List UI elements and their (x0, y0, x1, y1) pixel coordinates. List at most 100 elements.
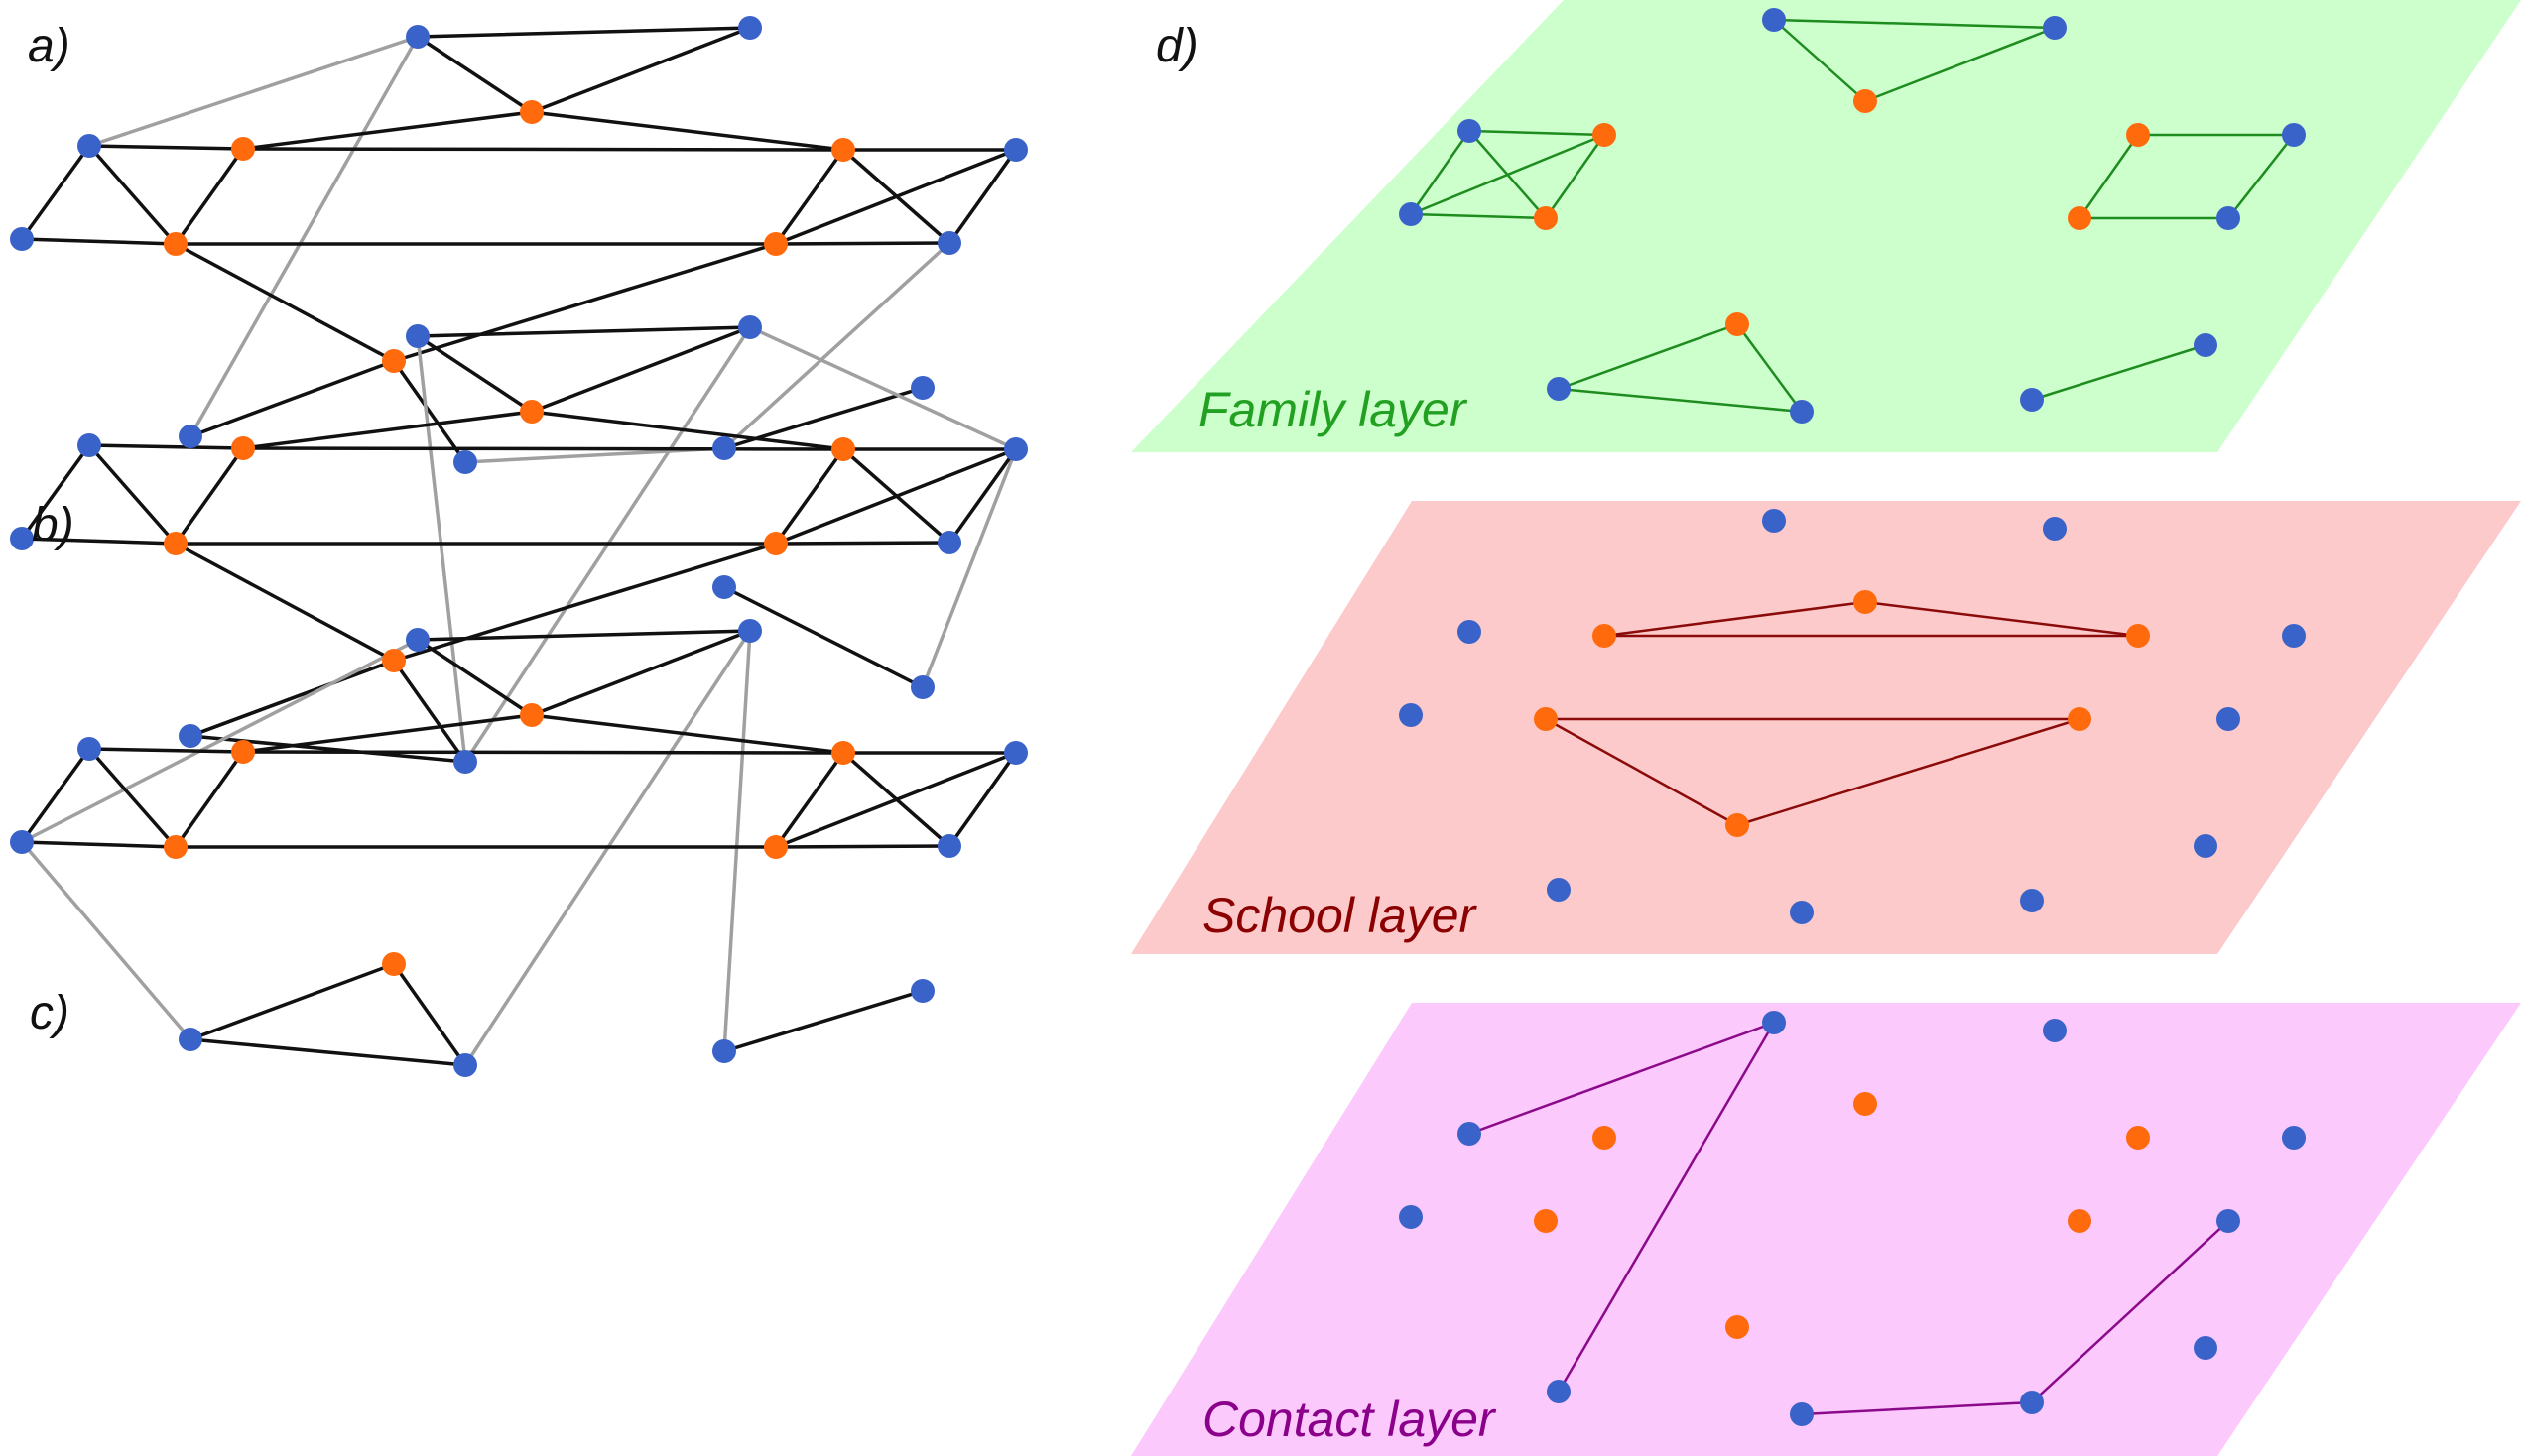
family-layer-node-i (1534, 206, 1558, 230)
panel-a-node-10 (764, 232, 788, 256)
panel-c-edge-6-10 (774, 751, 845, 849)
school-layer-node-d (1457, 620, 1481, 644)
panel-c-node-12 (382, 952, 406, 976)
panel-c-node-16 (911, 979, 935, 1003)
panel-b-edge-13-12 (189, 659, 396, 738)
panel-b-node-4 (77, 433, 101, 457)
panel-a-edge-3-6 (530, 110, 845, 152)
family-layer-node-j (2068, 206, 2091, 230)
family-layer-node-n (1790, 400, 1814, 424)
panel-c-edge-family-8-13 (20, 840, 192, 1041)
contact-layer-node-f (2126, 1126, 2150, 1150)
school-layer-node-n (1790, 901, 1814, 924)
family-layer-node-e (1592, 123, 1616, 147)
family-layer-node-o (2020, 388, 2044, 412)
contact-layer-edge-o-k (2030, 1219, 2230, 1404)
panel-c-node-13 (179, 1028, 202, 1051)
panel-a-edge-8-9 (20, 237, 178, 246)
panel-c-edge-13-14 (189, 1037, 467, 1067)
panel-a-edge-12-14 (392, 359, 467, 464)
family-layer-node-f (2126, 123, 2150, 147)
contact-layer-node-k (2216, 1209, 2240, 1233)
panel-a-edge-11-7 (947, 148, 1018, 245)
panel-a-edge-4-8 (20, 144, 91, 241)
panel-a-edge-9-12 (174, 242, 396, 363)
panel-b-node-12 (382, 649, 406, 672)
family-layer-node-h (1399, 202, 1423, 226)
panel-b-node-1 (406, 324, 430, 348)
panel-b-edge-12-10 (392, 542, 778, 663)
panel-c-node-1 (406, 628, 430, 652)
family-layer-node-p (2194, 333, 2217, 357)
panel-b-edge-5-9 (174, 446, 245, 546)
panel-a-node-14 (453, 450, 477, 474)
panel-a-edge-4-5 (87, 144, 245, 151)
panel-a-node-15 (712, 436, 736, 460)
panel-a-node-6 (831, 138, 855, 162)
panel-a-edge-3-2 (530, 26, 752, 114)
panel-b-edge-4-8 (20, 443, 91, 541)
panel-b-edge-4-5 (87, 443, 245, 450)
panel-c-edge-4-9 (87, 747, 178, 849)
panel-b-edge-11-7 (947, 447, 1018, 545)
family-layer-node-d (1457, 119, 1481, 143)
panel-a-node-4 (77, 134, 101, 158)
school-layer-node-f (2126, 624, 2150, 648)
panel-a-edge-1-3 (416, 35, 534, 114)
panel-b-edge-family-1-14 (416, 334, 467, 764)
panel-label-a: a) (28, 20, 70, 72)
panel-a-edge-4-9 (87, 144, 178, 246)
family-layer-edge-l-n (1735, 322, 1804, 414)
panel-c-edge-5-6 (241, 750, 845, 755)
contact-layer-label: Contact layer (1202, 1392, 1497, 1447)
school-layer-node-c (1853, 590, 1877, 614)
panel-b-edge-6-10 (774, 447, 845, 546)
contact-layer-node-e (1592, 1126, 1616, 1150)
panel-c-edge-10-11 (774, 844, 951, 849)
panel-c-edge-4-5 (87, 747, 245, 754)
panel-a-edge-5-6 (241, 147, 845, 152)
panel-b-node-11 (938, 531, 961, 554)
family-layer-edge-d-h (1409, 129, 1471, 216)
family-layer-node-c (1853, 89, 1877, 113)
panel-c-node-7 (1004, 741, 1028, 765)
contact-layer-node-j (2068, 1209, 2091, 1233)
family-layer-node-a (1762, 8, 1786, 32)
contact-layer-node-i (1534, 1209, 1558, 1233)
panel-a-edge-family-15-11 (722, 241, 951, 450)
panel-c-node-5 (231, 740, 255, 764)
panel-b-edge-1-2 (416, 325, 752, 338)
panel-a-node-11 (938, 231, 961, 255)
school-layer-node-l (1725, 813, 1749, 837)
family-layer-node-l (1725, 312, 1749, 336)
panel-b-edge-9-12 (174, 542, 396, 663)
panel-c-edge-11-7 (947, 751, 1018, 848)
panel-c-edge-3-5 (241, 713, 534, 754)
school-layer-edge-j-l (1735, 717, 2081, 827)
school-layer-node-a (1762, 509, 1786, 533)
school-layer-node-k (2216, 707, 2240, 731)
panel-a-edge-family-4-1 (87, 35, 420, 148)
panel-a-node-13 (179, 425, 202, 448)
panel-c-edge-8-9 (20, 840, 178, 849)
contact-layer-node-o (2020, 1391, 2044, 1414)
panel-b-edge-family-7-16 (921, 447, 1018, 689)
panel-a-node-7 (1004, 138, 1028, 162)
family-layer-edge-b-c (1863, 26, 2057, 103)
family-layer-edge-f-j (2078, 133, 2140, 220)
family-layer-edge-a-c (1772, 18, 1867, 103)
panel-b-edge-family-2-7 (748, 325, 1018, 451)
panel-b-edge-8-9 (20, 537, 178, 546)
panel-c-edge-1-2 (416, 629, 752, 642)
family-layer-edge-o-p (2030, 343, 2207, 402)
panel-c-edge-12-14 (392, 962, 467, 1067)
school-layer-node-e (1592, 624, 1616, 648)
panel-b-edge-3-6 (530, 410, 845, 451)
school-layer-node-p (2194, 834, 2217, 858)
panel-c-node-6 (831, 741, 855, 765)
family-layer-edge-m-n (1557, 387, 1804, 414)
contact-layer-node-b (2043, 1019, 2067, 1042)
panel-c-edge-family-2-15 (722, 629, 752, 1053)
panel-c-edge-5-9 (174, 750, 245, 849)
